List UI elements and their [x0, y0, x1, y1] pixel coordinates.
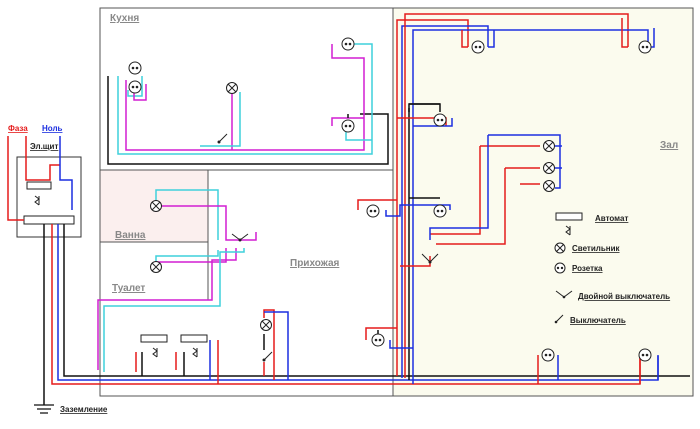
legend-breaker: Автомат	[595, 214, 628, 223]
hall-lamp-wires	[400, 134, 562, 267]
breaker-icon	[140, 334, 208, 358]
legend	[554, 212, 583, 324]
panel-bus	[23, 215, 75, 225]
socket-icon	[128, 37, 652, 362]
electrical-panel	[16, 156, 82, 238]
legend-double-switch: Двойной выключатель	[578, 292, 670, 301]
lamp-icon	[150, 82, 555, 331]
hallway-label: Прихожая	[290, 258, 340, 269]
breaker-wires	[135, 340, 219, 384]
double-switch-icon	[231, 233, 439, 264]
kitchen-label: Кухня	[110, 13, 139, 24]
bath-wires	[97, 189, 257, 372]
legend-switch: Выключатель	[570, 316, 626, 325]
hallway-light-wires	[263, 309, 289, 380]
kitchen-wires	[107, 43, 389, 165]
neutral-label: Ноль	[42, 124, 63, 133]
hall-room	[392, 7, 694, 397]
switch-icon	[217, 133, 273, 362]
hall-label: Зал	[660, 140, 678, 151]
board-label: Эл.щит	[30, 142, 58, 151]
phase-label: Фаза	[8, 124, 28, 133]
legend-socket: Розетка	[572, 264, 603, 273]
ground-icon	[34, 224, 54, 414]
toilet-label: Туалет	[112, 283, 145, 294]
ground-label: Заземление	[60, 405, 108, 414]
kitchen-room	[99, 7, 394, 171]
hall-bottom-sockets	[537, 355, 659, 384]
legend-lamp: Светильник	[572, 244, 621, 253]
bathroom-label: Ванна	[115, 230, 146, 241]
panel-breaker	[26, 181, 52, 190]
